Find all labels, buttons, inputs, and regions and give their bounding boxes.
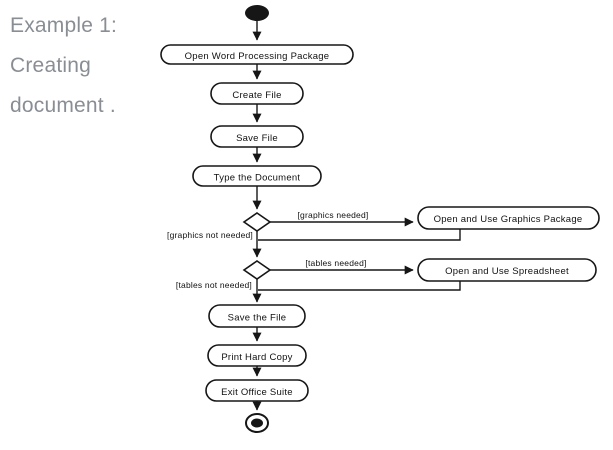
example-caption: Example 1: Creating document . — [10, 6, 117, 126]
activity-spreadsheet — [417, 258, 597, 282]
activity-save-the-file-label: Save the File — [228, 313, 287, 324]
activity-save-file-label: Save File — [236, 133, 278, 144]
activity-graphics-package-label: Open and Use Graphics Package — [434, 214, 583, 225]
guard-graphics-needed: [graphics needed] — [298, 210, 369, 220]
activity-create-file-label: Create File — [232, 90, 281, 101]
end-node-inner — [251, 418, 263, 428]
activity-open-word-processing-label: Open Word Processing Package — [185, 51, 330, 62]
activity-type-document-label: Type the Document — [214, 173, 301, 184]
caption-line-1: Example 1: — [10, 14, 118, 37]
decision-graphics-diamond — [242, 212, 272, 232]
caption-line-2: Creating — [10, 54, 91, 77]
activity-print-hard-copy-label: Print Hard Copy — [221, 352, 292, 363]
decision-tables-diamond — [242, 260, 272, 280]
guard-tables-needed: [tables needed] — [305, 258, 366, 268]
start-node — [245, 5, 269, 21]
guard-tables-not-needed: [tables not needed] — [176, 280, 252, 290]
caption-line-3: document . — [10, 94, 116, 117]
activity-spreadsheet-label: Open and Use Spreadsheet — [445, 266, 569, 277]
guard-graphics-not-needed: [graphics not needed] — [167, 230, 253, 240]
activity-graphics-package — [417, 206, 600, 230]
edge-graphics-package-return — [258, 229, 461, 241]
activity-exit-office-suite-label: Exit Office Suite — [221, 387, 293, 398]
edge-spreadsheet-return — [258, 281, 461, 291]
